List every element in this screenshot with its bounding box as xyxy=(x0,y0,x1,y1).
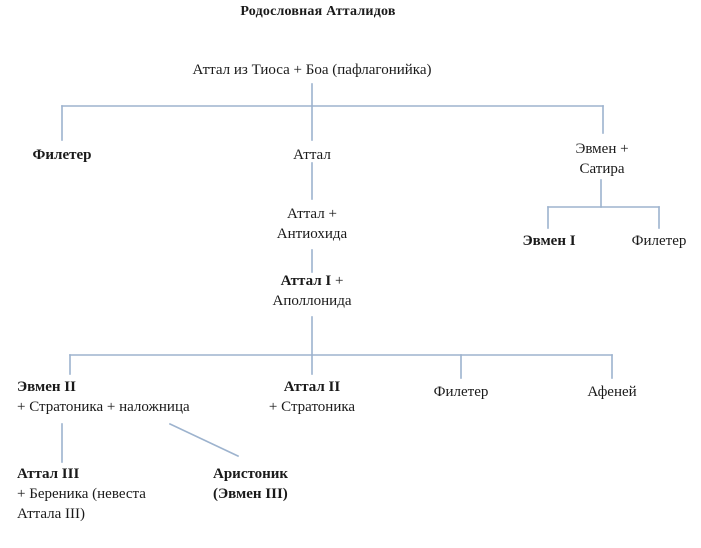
page-title: Родословная Атталидов xyxy=(240,4,396,19)
node-attalos-i-line1: Аттал I + xyxy=(273,271,352,291)
node-philetairos-3-label: Филетер xyxy=(433,384,489,400)
node-attalos-i-plus: + xyxy=(331,273,344,289)
node-aristonikos-line2: (Эвмен III) xyxy=(213,486,288,502)
node-eumenes-i-label: Эвмен I xyxy=(522,233,576,249)
node-attalos-ii: Аттал II + Стратоника xyxy=(269,377,355,417)
node-attalos-label: Аттал xyxy=(293,147,331,163)
node-attalos-ii-bold: Аттал II xyxy=(283,379,341,395)
node-philetairos: Филетер xyxy=(33,145,92,165)
node-aristonikos-line1: Аристоник xyxy=(213,466,289,482)
node-philetairos-label: Филетер xyxy=(32,147,92,163)
node-eumenes-ii: Эвмен II + Стратоника + наложница xyxy=(17,377,247,417)
node-eumenes-ii-line2: + Стратоника + наложница xyxy=(17,399,190,415)
node-athenaios-label: Афеней xyxy=(587,384,637,400)
node-eumenes-ii-bold: Эвмен II xyxy=(17,379,76,395)
node-eumenes-satyra-line1: Эвмен + xyxy=(575,141,629,157)
node-attalos-i: Аттал I + Аполлонида xyxy=(273,271,352,311)
node-root-label: Аттал из Тиоса + Боа (пафлагонийка) xyxy=(192,62,432,78)
node-attalos-antiochis: Аттал + Антиохида xyxy=(277,204,347,244)
node-attalos-iii-line2: + Береника (невеста xyxy=(17,486,146,502)
node-eumenes-i: Эвмен I xyxy=(522,231,575,251)
node-attalos-i-line2: Аполлонида xyxy=(272,293,352,309)
node-philetairos-3: Филетер xyxy=(434,382,489,402)
node-eumenes-satyra-line2: Сатира xyxy=(579,161,625,177)
node-attalos-iii-line3: Аттала III) xyxy=(17,506,86,522)
node-attalos-antiochis-line1: Аттал + xyxy=(287,206,337,222)
node-attalos-i-bold: Аттал I xyxy=(280,273,332,289)
node-attalos: Аттал xyxy=(293,145,331,165)
connector-aristonikos-diagonal xyxy=(168,422,240,458)
node-aristonikos: Аристоник (Эвмен III) xyxy=(213,464,288,504)
node-philetairos-2: Филетер xyxy=(632,231,687,251)
node-attalos-iii-bold: Аттал III xyxy=(17,466,80,482)
node-attalos-ii-line2: + Стратоника xyxy=(268,399,356,415)
node-attalos-iii: Аттал III + Береника (невеста Аттала III… xyxy=(17,464,207,524)
node-athenaios: Афеней xyxy=(587,382,636,402)
node-attalos-antiochis-line2: Антиохида xyxy=(276,226,348,242)
node-philetairos-2-label: Филетер xyxy=(631,233,687,249)
node-eumenes-satyra: Эвмен + Сатира xyxy=(575,139,628,179)
node-root: Аттал из Тиоса + Боа (пафлагонийка) xyxy=(192,60,431,80)
